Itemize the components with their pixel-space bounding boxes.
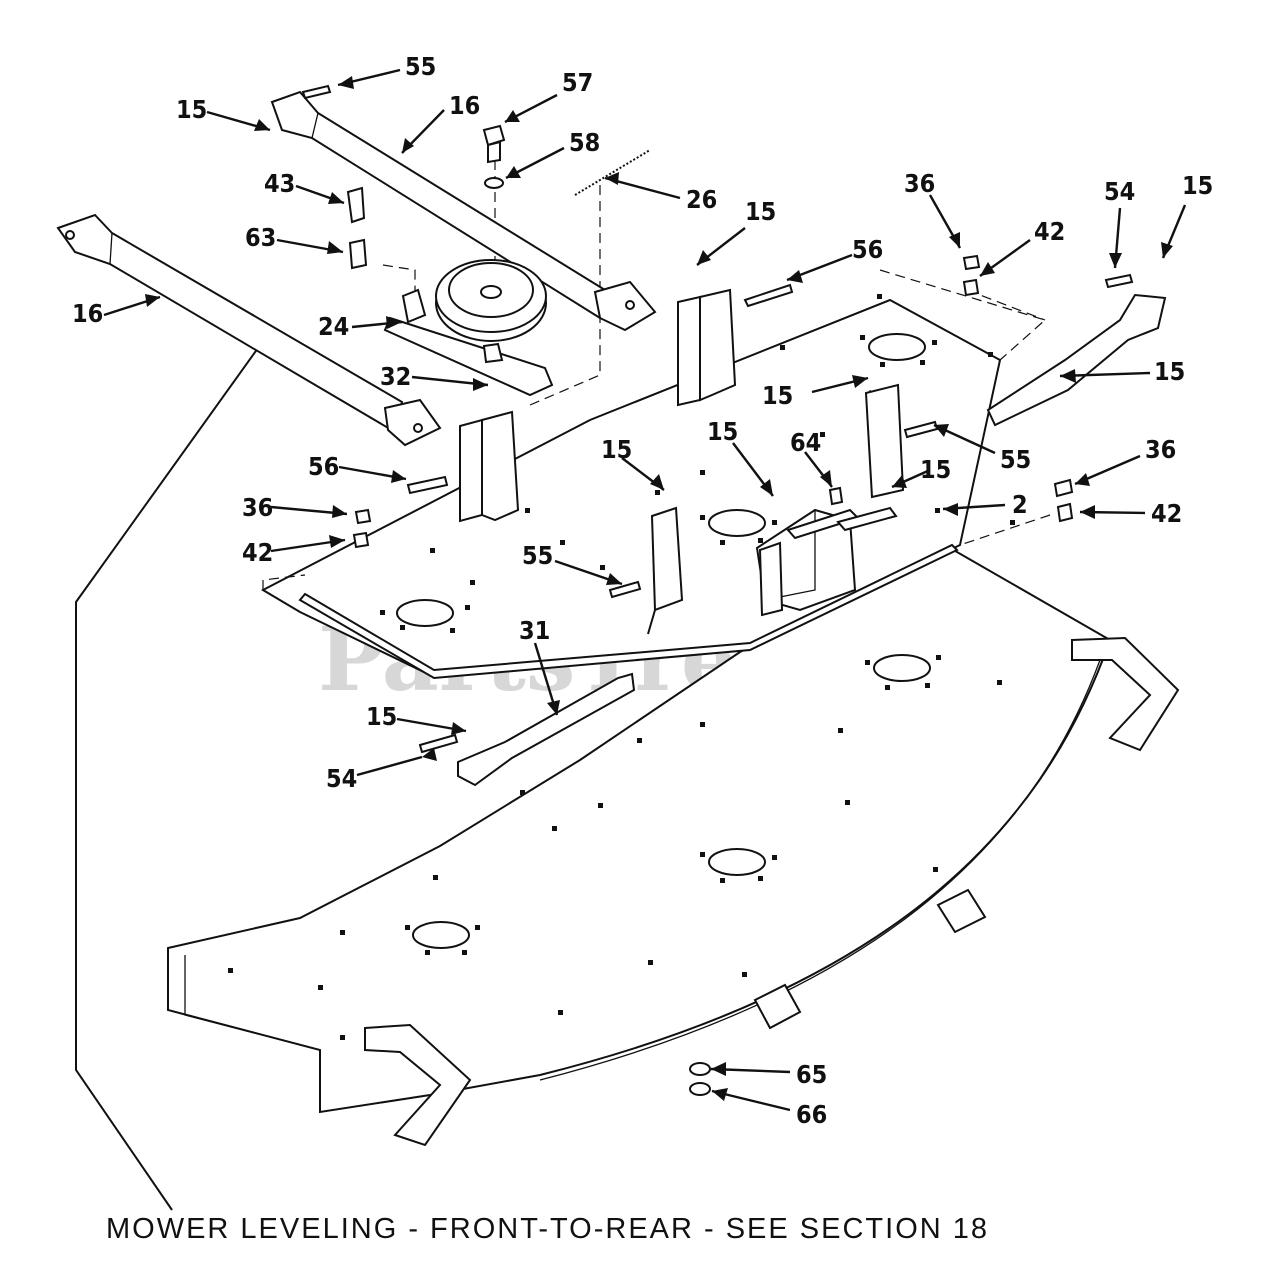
height-brackets — [459, 288, 905, 635]
mower-deck — [167, 294, 1180, 1147]
callout-label: 15 — [1182, 171, 1213, 200]
callout-label: 15 — [1154, 357, 1185, 386]
lift-link-32 — [986, 293, 1167, 427]
callout-label: 58 — [569, 128, 600, 157]
spring-26 — [574, 149, 651, 196]
callout-label: 36 — [242, 493, 273, 522]
bolt-57 — [482, 124, 506, 164]
lift-link-31 — [457, 672, 636, 787]
callout-label: 54 — [1104, 177, 1135, 206]
callout-label: 64 — [790, 428, 821, 457]
callout-label: 31 — [519, 616, 550, 645]
callout-labels: 55 57 15 16 58 26 43 63 16 24 15 36 54 1… — [72, 52, 1213, 1129]
callout-label: 15 — [920, 455, 951, 484]
callout-label: 42 — [1151, 499, 1182, 528]
callout-label: 2 — [1012, 490, 1028, 519]
callout-label: 56 — [308, 452, 339, 481]
callout-label: 15 — [176, 95, 207, 124]
callout-label: 56 — [852, 235, 883, 264]
callout-label: 65 — [796, 1060, 827, 1089]
bolt-43 — [346, 186, 366, 224]
callout-label: 55 — [1000, 445, 1031, 474]
arrowheads — [145, 76, 1173, 1101]
washer-58 — [484, 177, 504, 189]
callout-label: 42 — [242, 538, 273, 567]
callout-label: 26 — [686, 185, 717, 214]
callout-label: 36 — [904, 169, 935, 198]
callout-label: 32 — [380, 362, 411, 391]
callout-label: 63 — [245, 223, 276, 252]
callout-label: 36 — [1145, 435, 1176, 464]
callout-label: 66 — [796, 1100, 827, 1129]
callout-label: 42 — [1034, 217, 1065, 246]
lift-link-16-upper — [270, 90, 657, 332]
callout-label: 24 — [318, 312, 349, 341]
spacer-63 — [348, 238, 368, 270]
lift-link-16-left — [56, 213, 442, 447]
callout-label: 15 — [601, 435, 632, 464]
callout-label: 54 — [326, 764, 357, 793]
callout-label: 15 — [745, 197, 776, 226]
diagram-caption: MOWER LEVELING - FRONT-TO-REAR - SEE SEC… — [106, 1213, 989, 1245]
hardware — [301, 84, 1134, 1096]
callout-label: 15 — [707, 417, 738, 446]
callout-label: 15 — [762, 381, 793, 410]
idler-assembly-24 — [383, 259, 554, 397]
section-lead-line — [75, 347, 259, 1211]
callout-label: 57 — [562, 68, 593, 97]
callout-label: 15 — [366, 702, 397, 731]
callout-label: 16 — [449, 91, 480, 120]
callout-label: 55 — [405, 52, 436, 81]
callout-label: 16 — [72, 299, 103, 328]
callout-label: 43 — [264, 169, 295, 198]
callout-label: 55 — [522, 541, 553, 570]
